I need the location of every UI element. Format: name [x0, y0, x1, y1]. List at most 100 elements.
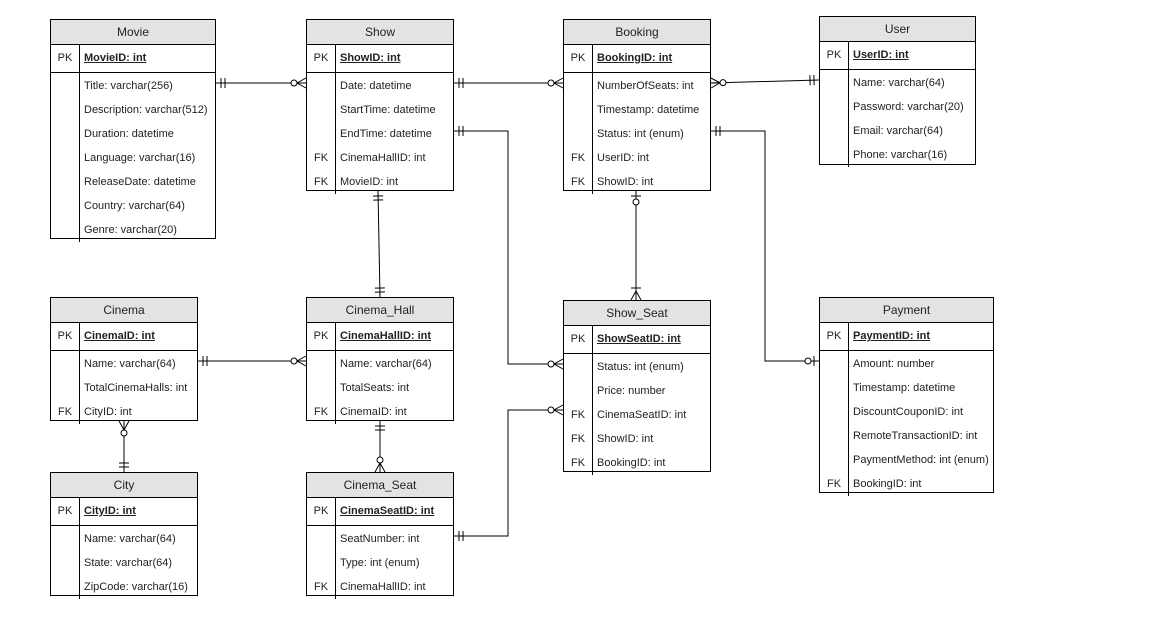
field-name: PaymentMethod: int (enum): [853, 454, 989, 466]
entity-cinema[interactable]: Cinema PK CinemaID: int Name: varchar(64)…: [50, 297, 198, 424]
entity-title: Show_Seat: [564, 301, 710, 326]
field-key: FK: [570, 176, 586, 188]
field-name: Email: varchar(64): [853, 125, 943, 137]
primary-key-field: CinemaSeatID: int: [340, 505, 435, 517]
field-name: TotalSeats: int: [340, 382, 410, 394]
field-name: RemoteTransactionID: int: [853, 430, 978, 442]
entity-title: Movie: [51, 20, 215, 45]
field-name: StartTime: datetime: [340, 104, 436, 116]
entity-title: City: [51, 473, 197, 498]
field-name: State: varchar(64): [84, 557, 173, 569]
field-name: Amount: number: [853, 358, 935, 370]
field-name: CinemaHallID: int: [340, 581, 426, 593]
field-name: Title: varchar(256): [84, 80, 173, 92]
relationship-edge: [454, 404, 564, 541]
primary-key-field: CinemaID: int: [84, 330, 155, 342]
field-name: UserID: int: [597, 152, 649, 164]
field-name: EndTime: datetime: [340, 128, 432, 140]
primary-key-field: PaymentID: int: [853, 330, 931, 342]
field-name: Type: int (enum): [340, 557, 420, 569]
primary-key-field: CityID: int: [84, 505, 136, 517]
field-name: ZipCode: varchar(16): [84, 581, 188, 593]
field-name: TotalCinemaHalls: int: [84, 382, 188, 394]
field-name: Password: varchar(20): [853, 101, 964, 113]
entity-city[interactable]: City PK CityID: int Name: varchar(64) Sta…: [50, 472, 198, 599]
entity-title: Cinema_Seat: [307, 473, 453, 498]
entity-title: Cinema: [51, 298, 197, 323]
field-key: FK: [570, 457, 586, 469]
field-name: Name: varchar(64): [340, 358, 432, 370]
pk-label: PK: [826, 49, 842, 61]
field-name: Country: varchar(64): [84, 200, 185, 212]
primary-key-field: ShowID: int: [340, 52, 401, 64]
field-name: DiscountCouponID: int: [853, 406, 964, 418]
field-name: Name: varchar(64): [84, 358, 176, 370]
relationship-edge: [710, 75, 820, 89]
field-name: Status: int (enum): [597, 361, 684, 373]
relationship-edge: [630, 191, 642, 301]
field-name: Duration: datetime: [84, 128, 174, 140]
field-key: FK: [826, 478, 842, 490]
primary-key-field: MovieID: int: [84, 52, 147, 64]
relationship-edge: [373, 190, 385, 298]
field-name: BookingID: int: [597, 457, 666, 469]
field-name: SeatNumber: int: [340, 533, 420, 545]
field-name: BookingID: int: [853, 478, 922, 490]
field-name: ReleaseDate: datetime: [84, 176, 196, 188]
entity-title: Booking: [564, 20, 710, 45]
primary-key-field: UserID: int: [853, 49, 909, 61]
entity-booking[interactable]: Booking PK BookingID: int NumberOfSeats: …: [563, 19, 711, 194]
pk-label: PK: [570, 333, 586, 345]
pk-label: PK: [57, 52, 73, 64]
relationship-edge: [454, 77, 564, 89]
field-name: MovieID: int: [340, 176, 399, 188]
field-name: Timestamp: datetime: [597, 104, 700, 116]
pk-label: PK: [570, 52, 586, 64]
field-name: Genre: varchar(20): [84, 224, 177, 236]
field-name: Timestamp: datetime: [853, 382, 956, 394]
pk-label: PK: [57, 505, 73, 517]
field-name: CityID: int: [84, 406, 132, 418]
field-key: FK: [313, 406, 329, 418]
field-name: Name: varchar(64): [84, 533, 176, 545]
field-name: CinemaID: int: [340, 406, 407, 418]
field-name: Price: number: [597, 385, 666, 397]
relationship-edge: [374, 421, 386, 473]
relationship-edge: [711, 126, 819, 366]
relationship-edge: [198, 355, 307, 367]
relationship-edge: [216, 77, 307, 89]
pk-label: PK: [826, 330, 842, 342]
primary-key-field: BookingID: int: [597, 52, 673, 64]
pk-label: PK: [313, 52, 329, 64]
entity-title: Payment: [820, 298, 993, 323]
relationship-edge: [454, 126, 564, 370]
entity-title: User: [820, 17, 975, 42]
entity-user[interactable]: User PK UserID: int Name: varchar(64) Pas…: [819, 16, 976, 167]
pk-label: PK: [57, 330, 73, 342]
entity-cinema-seat[interactable]: Cinema_Seat PK CinemaSeatID: int SeatNumb…: [306, 472, 454, 599]
entity-show[interactable]: Show PK ShowID: int Date: datetime StartT…: [306, 19, 454, 194]
entity-movie[interactable]: Movie PK MovieID: int Title: varchar(256)…: [50, 19, 216, 242]
field-name: Date: datetime: [340, 80, 412, 92]
field-name: Description: varchar(512): [84, 104, 208, 116]
field-name: NumberOfSeats: int: [597, 80, 694, 92]
entity-title: Show: [307, 20, 453, 45]
field-key: FK: [57, 406, 73, 418]
field-name: Name: varchar(64): [853, 77, 945, 89]
pk-label: PK: [313, 505, 329, 517]
field-key: FK: [570, 433, 586, 445]
field-key: FK: [313, 152, 329, 164]
field-name: ShowID: int: [597, 433, 654, 445]
field-key: FK: [570, 409, 586, 421]
field-name: Status: int (enum): [597, 128, 684, 140]
field-key: FK: [313, 176, 329, 188]
field-key: FK: [313, 581, 329, 593]
field-name: ShowID: int: [597, 176, 654, 188]
field-name: CinemaHallID: int: [340, 152, 426, 164]
entity-title: Cinema_Hall: [307, 298, 453, 323]
primary-key-field: CinemaHallID: int: [340, 330, 432, 342]
